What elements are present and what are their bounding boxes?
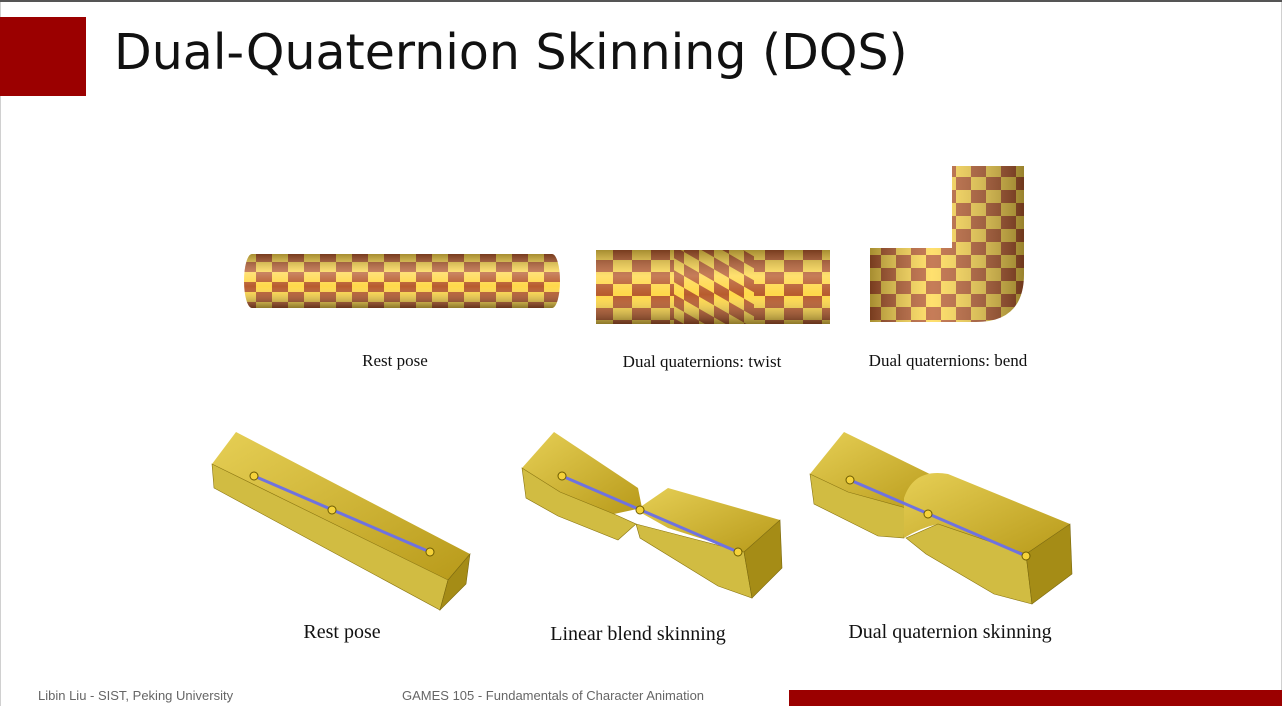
- linear-blend-bar-figure: [521, 432, 783, 599]
- slide-title: Dual-Quaternion Skinning (DQS): [114, 24, 908, 81]
- top-caption-rest-pose: Rest pose: [362, 351, 428, 370]
- slide-top-border: [0, 0, 1282, 2]
- rest-pose-cylinder-figure: [244, 254, 560, 308]
- twist-cylinder-figure: [596, 250, 830, 324]
- dual-quaternion-bar-figure: [809, 432, 1073, 605]
- bottom-caption-rest-pose: Rest pose: [303, 621, 381, 643]
- bottom-caption-dual-quaternion: Dual quaternion skinning: [848, 621, 1052, 643]
- slide-left-border: [0, 2, 1, 706]
- top-caption-bend: Dual quaternions: bend: [868, 351, 1028, 370]
- title-accent-block: [0, 17, 86, 96]
- top-caption-twist: Dual quaternions: twist: [622, 352, 782, 371]
- bottom-caption-linear-blend: Linear blend skinning: [550, 623, 726, 645]
- footer-course: GAMES 105 - Fundamentals of Character An…: [402, 688, 705, 703]
- bend-cylinder-figure: [870, 166, 1024, 322]
- footer-author: Libin Liu - SIST, Peking University: [38, 688, 234, 703]
- rest-pose-bar-figure: [211, 432, 471, 612]
- footer-accent-bar: [789, 690, 1282, 706]
